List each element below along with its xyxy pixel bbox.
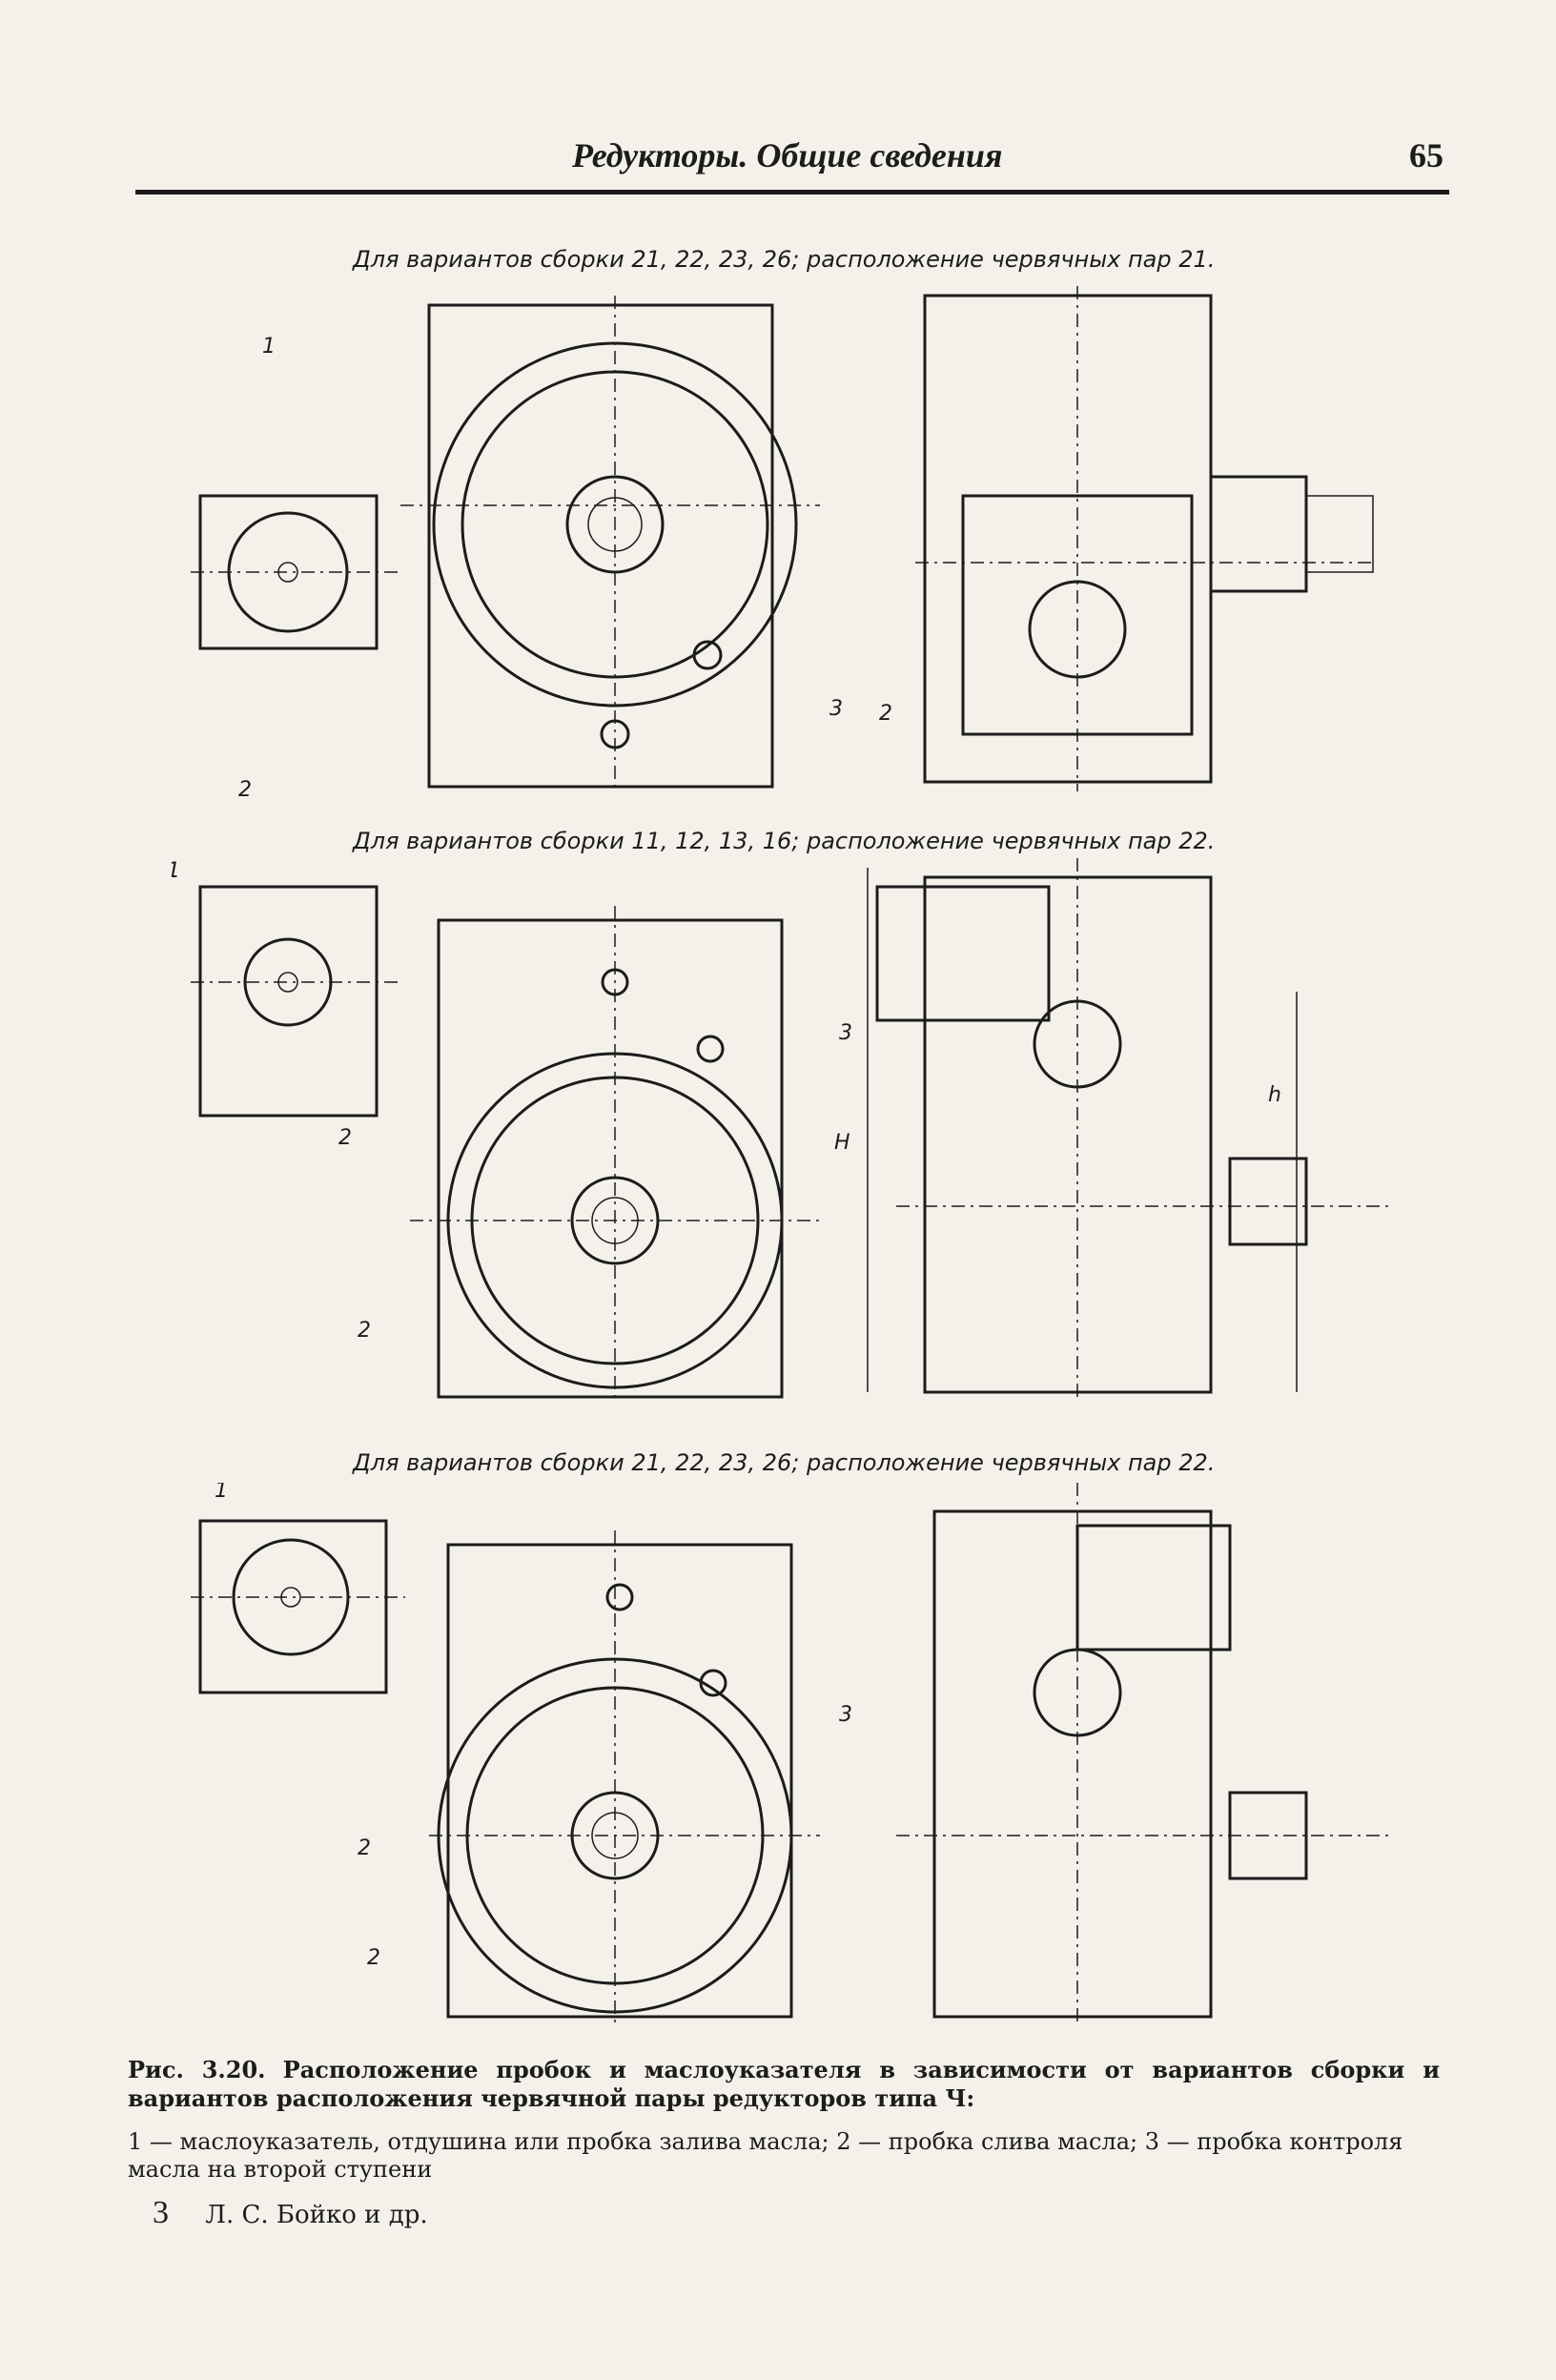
figure-2-label: Для вариантов сборки 11, 12, 13, 16; рас… (353, 828, 1216, 854)
figure-caption: Рис. 3.20. Расположение пробок и маслоук… (128, 2056, 1440, 2113)
figure-3-drawing: 1 2 3 2 (172, 1483, 1411, 2036)
running-header-title: Редукторы. Общие сведения (572, 136, 1003, 174)
svg-text:H: H (834, 1131, 850, 1155)
svg-text:2: 2 (238, 778, 252, 801)
caption-prefix: Рис. 3.20. (128, 2056, 266, 2083)
figure-2-drawing: 1 2 3 2 H h (172, 858, 1411, 1411)
header-rule (135, 190, 1449, 195)
svg-text:2: 2 (358, 1836, 371, 1860)
caption-legend: 1 — маслоуказатель, отдушина или пробка … (128, 2128, 1403, 2183)
page-number: 65 (1409, 136, 1443, 174)
svg-text:2: 2 (338, 1126, 352, 1150)
footer-author: Л. С. Бойко и др. (205, 2201, 428, 2229)
page-footer: 3 Л. С. Бойко и др. (153, 2195, 428, 2231)
svg-text:2: 2 (358, 1319, 371, 1343)
figure-1-drawing: 1 2 3 2 (172, 286, 1411, 801)
signature-mark: 3 (153, 2195, 169, 2230)
figure-3-label: Для вариантов сборки 21, 22, 23, 26; рас… (353, 1449, 1216, 1476)
svg-text:h: h (1268, 1083, 1281, 1107)
svg-text:2: 2 (879, 702, 892, 726)
figure-1-label: Для вариантов сборки 21, 22, 23, 26; рас… (353, 246, 1216, 273)
svg-text:3: 3 (829, 697, 843, 721)
svg-text:1: 1 (215, 1483, 228, 1503)
svg-text:2: 2 (367, 1946, 380, 1970)
svg-text:3: 3 (839, 1021, 852, 1045)
svg-text:3: 3 (839, 1703, 852, 1727)
svg-text:1: 1 (262, 335, 276, 359)
caption-text: Расположение пробок и маслоуказателя в з… (128, 2056, 1440, 2112)
svg-text:1: 1 (172, 859, 180, 883)
